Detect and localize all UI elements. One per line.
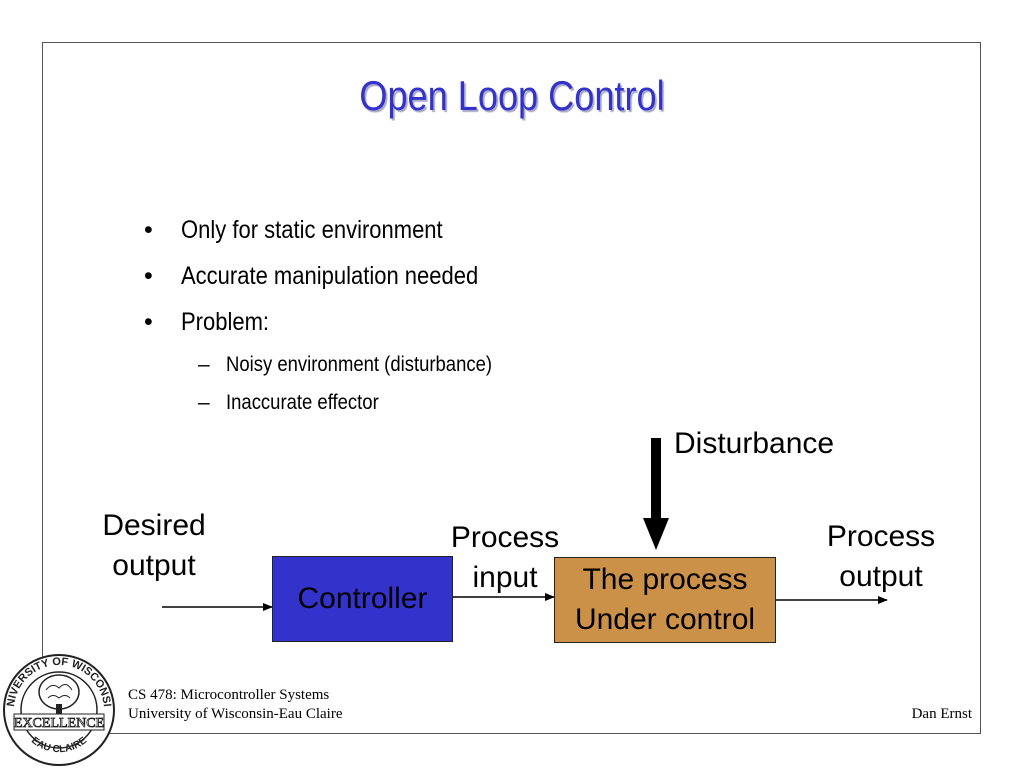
footer-course-info: CS 478: Microcontroller Systems Universi…	[128, 686, 343, 724]
bullet-text: Accurate manipulation needed	[181, 262, 479, 290]
seal-banner-text: EXCELLENCE	[14, 716, 104, 731]
process-output-label: Process output	[816, 517, 946, 597]
tree-icon	[38, 674, 80, 716]
slide-title: Open Loop Control	[359, 72, 665, 119]
footer-university: University of Wisconsin-Eau Claire	[128, 706, 343, 722]
bullet-text: Problem:	[181, 308, 270, 336]
bullet-item: • Problem:	[140, 304, 528, 350]
process-input-label: Process input	[440, 518, 570, 598]
footer-divider	[122, 733, 981, 734]
bullet-list: • Only for static environment • Accurate…	[140, 212, 528, 426]
disturbance-label: Disturbance	[674, 427, 835, 460]
process-output-line1: Process	[826, 520, 936, 553]
bullet-item: • Only for static environment	[140, 212, 528, 258]
university-seal-logo: UNIVERSITY OF WISCONSIN EXCELLENCE EAU C…	[0, 652, 115, 766]
sub-bullet-marker: –	[198, 391, 210, 414]
bullet-marker: •	[144, 308, 153, 336]
controller-label: Controller	[297, 582, 428, 615]
desired-output-line2: output	[112, 549, 196, 582]
sub-bullet-text: Noisy environment (disturbance)	[226, 353, 493, 376]
footer-author: Dan Ernst	[911, 706, 972, 722]
sub-bullet-item: – Inaccurate effector	[140, 388, 528, 426]
controller-box: Controller	[272, 556, 453, 642]
footer-course: CS 478: Microcontroller Systems	[128, 687, 330, 703]
desired-output-label: Desired output	[90, 506, 218, 586]
sub-bullet-text: Inaccurate effector	[226, 391, 379, 414]
process-box-line2: Under control	[574, 603, 756, 636]
sub-bullet-item: – Noisy environment (disturbance)	[140, 350, 528, 388]
desired-output-line1: Desired	[102, 509, 206, 542]
process-output-line2: output	[839, 560, 923, 593]
bullet-marker: •	[144, 216, 153, 244]
process-input-line2: input	[472, 561, 538, 594]
bullet-text: Only for static environment	[181, 216, 443, 244]
sub-bullet-marker: –	[198, 353, 210, 376]
bullet-marker: •	[144, 262, 153, 290]
process-input-line1: Process	[450, 521, 560, 554]
bullet-item: • Accurate manipulation needed	[140, 258, 528, 304]
disturbance-arrow	[643, 438, 669, 550]
process-box-line1: The process	[582, 563, 748, 596]
process-box: The process Under control	[554, 557, 776, 643]
